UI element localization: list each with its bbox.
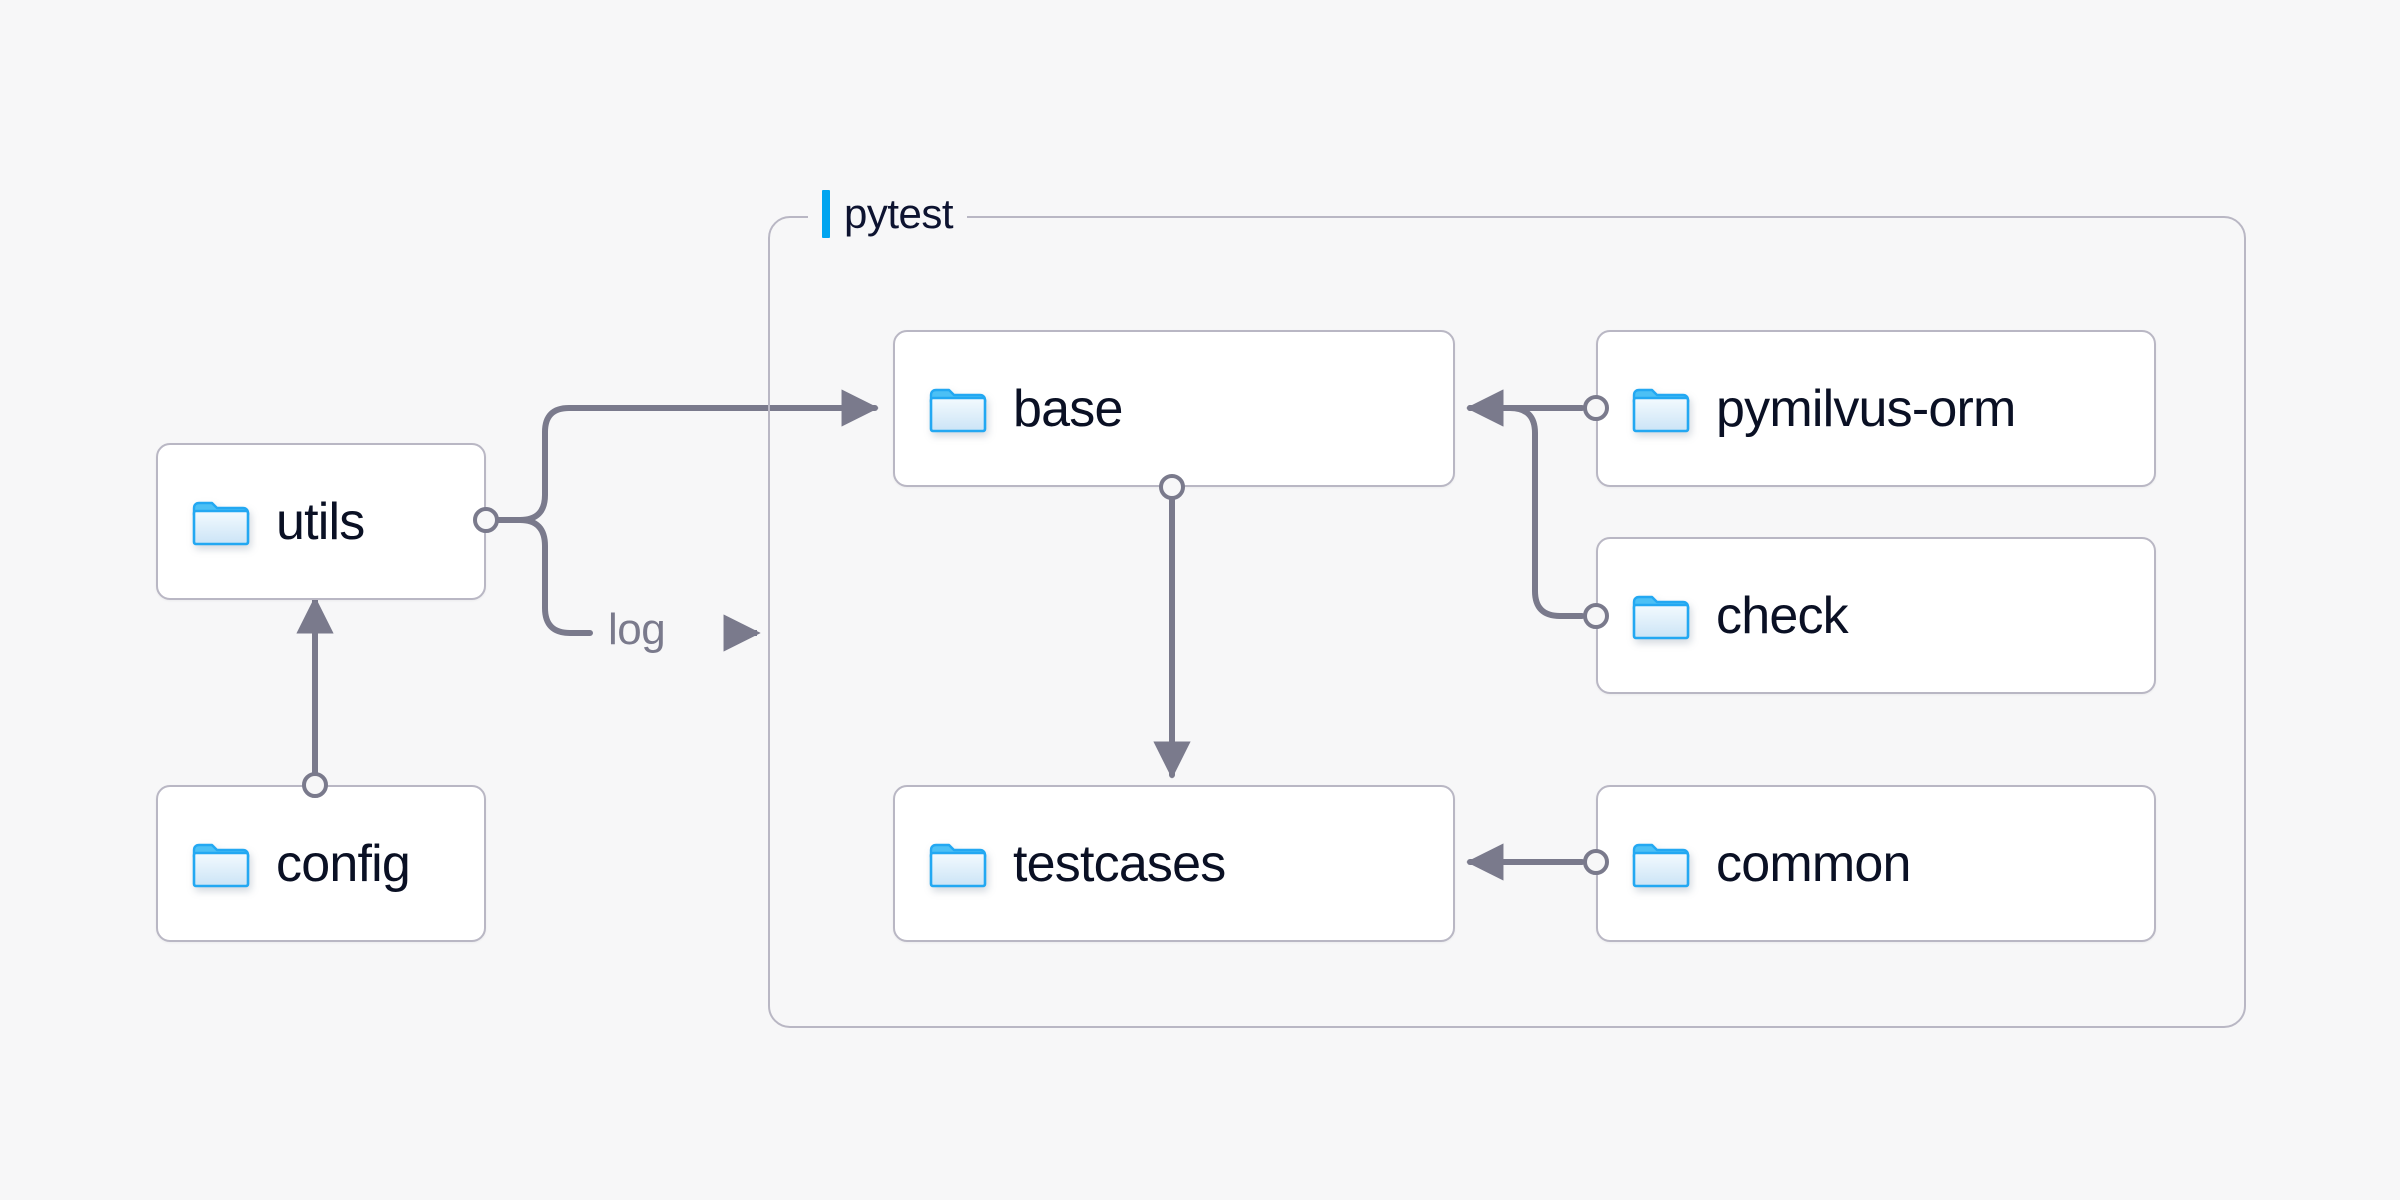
folder-icon bbox=[1632, 595, 1690, 639]
port-config-top[interactable] bbox=[302, 772, 328, 798]
group-title: pytest bbox=[844, 190, 954, 237]
port-check-left[interactable] bbox=[1583, 603, 1609, 629]
group-accent-bar bbox=[822, 190, 830, 238]
node-label: base bbox=[1013, 379, 1123, 438]
port-utils-right[interactable] bbox=[473, 507, 499, 533]
port-common-left[interactable] bbox=[1583, 849, 1609, 875]
node-label: utils bbox=[276, 492, 365, 551]
node-pymilvus-orm[interactable]: pymilvus-orm bbox=[1596, 330, 2156, 487]
edge-utils-log bbox=[483, 517, 593, 636]
edge-label-log: log bbox=[600, 605, 674, 655]
node-common[interactable]: common bbox=[1596, 785, 2156, 942]
node-label: check bbox=[1716, 586, 1849, 645]
folder-icon bbox=[192, 843, 250, 887]
node-base[interactable]: base bbox=[893, 330, 1455, 487]
folder-icon bbox=[1632, 388, 1690, 432]
folder-icon bbox=[929, 388, 987, 432]
node-label: testcases bbox=[1013, 834, 1226, 893]
node-utils[interactable]: utils bbox=[156, 443, 486, 600]
folder-icon bbox=[929, 843, 987, 887]
folder-icon bbox=[1632, 843, 1690, 887]
folder-icon bbox=[192, 501, 250, 545]
node-config[interactable]: config bbox=[156, 785, 486, 942]
group-pytest[interactable] bbox=[768, 216, 2246, 1028]
node-testcases[interactable]: testcases bbox=[893, 785, 1455, 942]
group-pytest-label: pytest bbox=[808, 190, 968, 238]
node-label: common bbox=[1716, 834, 1911, 893]
port-base-bottom[interactable] bbox=[1159, 474, 1185, 500]
port-pymilvus-orm-left[interactable] bbox=[1583, 395, 1609, 421]
node-label: pymilvus-orm bbox=[1716, 379, 2016, 438]
node-check[interactable]: check bbox=[1596, 537, 2156, 694]
node-label: config bbox=[276, 834, 411, 893]
